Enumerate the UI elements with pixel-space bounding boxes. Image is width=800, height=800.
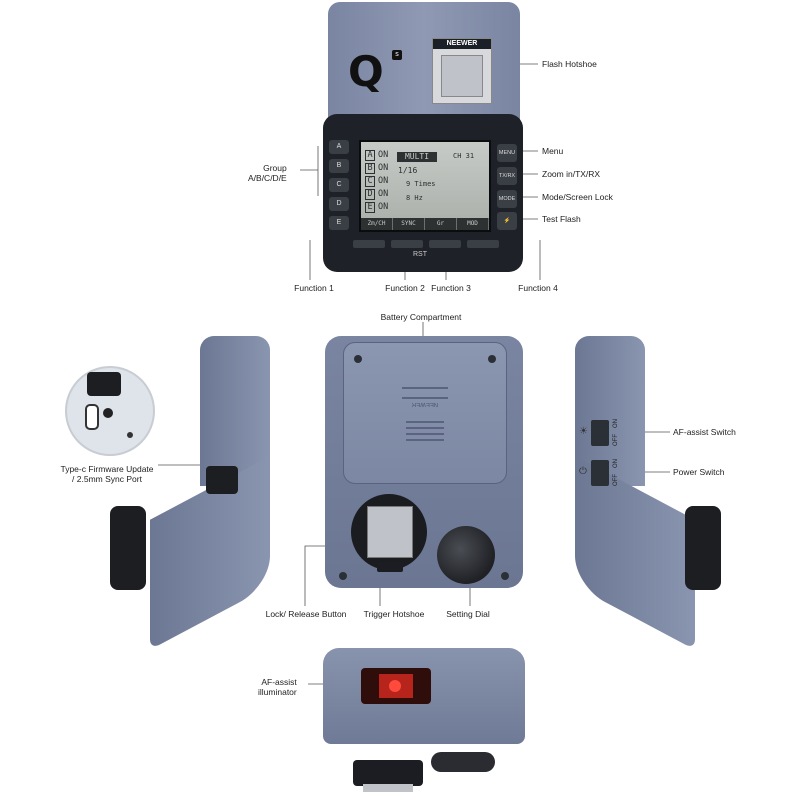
label-group: Group A/B/C/D/E — [248, 163, 287, 183]
model-superscript: s — [392, 50, 402, 60]
hotshoe-contacts — [441, 55, 483, 97]
function-button-3[interactable] — [429, 240, 461, 248]
shoe-plate — [363, 784, 413, 792]
illuminator-led — [389, 680, 401, 692]
hotshoe-plate — [367, 506, 413, 558]
screw — [488, 355, 496, 363]
label-af-illuminator: AF-assist illuminator — [258, 677, 297, 697]
label-trigger-hotshoe: Trigger Hotshoe — [363, 609, 425, 619]
label-function-3: Function 3 — [431, 283, 471, 293]
sun-icon: ☀ — [579, 426, 588, 437]
usb-port-cover[interactable] — [206, 466, 238, 494]
label-function-1: Function 1 — [294, 283, 334, 293]
rst-label: RST — [413, 251, 427, 258]
power-switch-off-label: OFF — [613, 474, 619, 486]
label-af-assist-switch: AF-assist Switch — [673, 427, 736, 437]
function-button-1[interactable] — [353, 240, 385, 248]
transmitter-right-side-view: ☀ ⏻ OFF ON OFF ON — [565, 336, 735, 650]
lcd-footer-item: MOD — [457, 218, 489, 230]
lcd-times: 9 Times — [406, 180, 436, 188]
label-menu: Menu — [542, 146, 564, 156]
af-assist-switch[interactable] — [591, 420, 609, 446]
screw — [501, 572, 509, 580]
side-upper — [575, 336, 645, 486]
lcd-channel: CH 31 — [453, 152, 475, 160]
group-button-b[interactable]: B — [329, 159, 349, 173]
screw — [339, 572, 347, 580]
port-cover — [87, 372, 121, 396]
lcd-footer-item: Gr — [425, 218, 457, 230]
brand-logo: NEEWER — [433, 39, 491, 49]
group-button-d[interactable]: D — [329, 197, 349, 211]
sync-port[interactable] — [103, 408, 113, 418]
af-assist-illuminator — [361, 668, 431, 704]
menu-button[interactable]: MENU — [497, 144, 517, 162]
lcd-footer: Zm/CH SYNC Gr MOD — [361, 218, 489, 230]
label-mode: Mode/Screen Lock — [542, 192, 613, 202]
lcd-hz: 8 Hz — [406, 194, 423, 202]
label-zoom: Zoom in/TX/RX — [542, 169, 601, 179]
zoom-button[interactable]: TX/RX — [497, 167, 517, 185]
label-test-flash: Test Flash — [542, 214, 581, 224]
test-flash-button[interactable]: ⚡ — [497, 212, 517, 230]
label-flash-hotshoe: Flash Hotshoe — [542, 59, 597, 69]
function-button-2[interactable] — [391, 240, 423, 248]
trigger-hotshoe — [351, 494, 427, 570]
model-logo: Q — [348, 47, 384, 96]
lightning-icon: ⚡ — [503, 218, 511, 224]
label-setting-dial: Setting Dial — [446, 609, 490, 619]
group-button-a[interactable]: A — [329, 140, 349, 154]
device-upper-body: Q s NEEWER — [328, 2, 520, 122]
af-switch-on-label: ON — [613, 419, 619, 428]
screw — [354, 355, 362, 363]
label-battery-compartment: Battery Compartment — [380, 312, 462, 322]
transmitter-front-view — [323, 648, 525, 800]
label-power-switch: Power Switch — [673, 467, 725, 477]
screw — [127, 432, 133, 438]
arrow-icon — [402, 387, 448, 399]
function-button-4[interactable] — [467, 240, 499, 248]
transmitter-left-side-view — [110, 336, 280, 650]
mount-foot — [110, 506, 146, 590]
mount-foot — [685, 506, 721, 590]
lcd-power: 1/16 — [398, 166, 418, 175]
label-function-2: Function 2 — [385, 283, 425, 293]
label-lock-release: Lock/ Release Button — [265, 609, 347, 619]
power-icon: ⏻ — [579, 466, 587, 477]
af-switch-off-label: OFF — [613, 434, 619, 446]
flash-hotshoe: NEEWER — [432, 38, 492, 104]
group-button-e[interactable]: E — [329, 216, 349, 230]
usb-c-port[interactable] — [85, 404, 99, 430]
lock-release-button[interactable] — [377, 562, 403, 572]
lcd-footer-item: Zm/CH — [361, 218, 393, 230]
label-type-c: Type-c Firmware Update / 2.5mm Sync Port — [60, 464, 154, 484]
setting-dial[interactable] — [437, 526, 495, 584]
device-back-body: NEEWER — [325, 336, 523, 588]
label-function-4: Function 4 — [518, 283, 558, 293]
device-front-body — [323, 648, 525, 744]
group-button-c[interactable]: C — [329, 178, 349, 192]
port-zoom-detail — [65, 366, 155, 456]
lcd-mode: MULTI — [397, 152, 437, 162]
battery-door: NEEWER — [343, 342, 507, 484]
lcd-footer-item: SYNC — [393, 218, 425, 230]
battery-door-text: NEEWER — [411, 401, 439, 407]
transmitter-back-view: NEEWER — [325, 336, 523, 588]
mode-button[interactable]: MODE — [497, 190, 517, 208]
setting-dial-edge — [431, 752, 495, 772]
mount-shoe — [353, 760, 423, 786]
power-switch-on-label: ON — [613, 459, 619, 468]
power-switch[interactable] — [591, 460, 609, 486]
grip-lines — [406, 421, 444, 443]
